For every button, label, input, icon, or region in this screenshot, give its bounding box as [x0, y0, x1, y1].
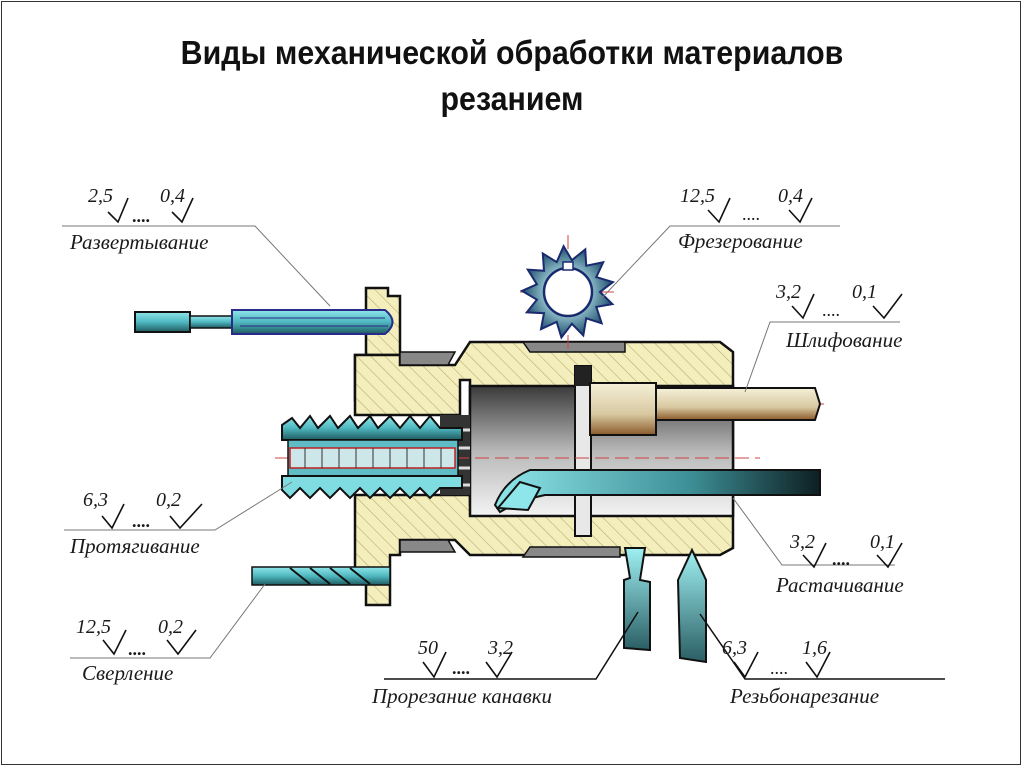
drilling-ra-max: 12,5 [76, 616, 111, 638]
drill-tool [251, 566, 391, 586]
roughness-check-icon [733, 651, 759, 679]
label-broaching: 6,3 .... 0,2 Протягивание [69, 489, 203, 558]
reaming-dots: .... [132, 206, 150, 226]
grooving-ra-max: 50 [418, 637, 438, 659]
grooving-name: Прорезание канавки [371, 684, 552, 708]
roughness-check-icon [805, 651, 831, 679]
roughness-check-icon [171, 197, 194, 224]
threading-tool [676, 547, 707, 664]
threading-name: Резьбонарезание [729, 684, 879, 708]
threading-ra-max: 6,3 [722, 637, 747, 659]
label-drilling: 12,5 .... 0,2 Сверление [76, 616, 197, 685]
boring-tool [493, 469, 821, 514]
title-line-1: Виды механической обработки материалов [180, 34, 844, 71]
boring-ra-min: 0,1 [870, 531, 895, 553]
grinding-ra-max: 3,2 [775, 281, 801, 303]
roughness-check-icon [422, 651, 447, 679]
label-milling: 12,5 .... 0,4 Фрезерование [678, 185, 813, 253]
grinding-tool [589, 382, 822, 436]
grinding-name: Шлифование [785, 328, 902, 352]
milling-cutter-tool [519, 244, 616, 340]
milling-dots: .... [742, 204, 760, 224]
roughness-check-icon [107, 197, 129, 224]
reamer-tool [134, 309, 394, 335]
roughness-check-icon [788, 197, 813, 224]
label-grooving: 50 .... 3,2 Прорезание канавки [371, 637, 552, 708]
roughness-check-icon [485, 651, 513, 679]
drilling-ra-min: 0,2 [158, 616, 183, 638]
roughness-check-icon [101, 503, 125, 530]
boring-dots: .... [832, 549, 850, 569]
milling-ra-max: 12,5 [680, 185, 715, 207]
reaming-ra-min: 0,4 [160, 185, 185, 207]
label-threading: 6,3 .... 1,6 Резьбонарезание [722, 637, 879, 708]
label-grinding: 3,2 .... 0,1 Шлифование [775, 281, 903, 352]
leader-lines [62, 225, 945, 680]
reaming-ra-max: 2,5 [88, 185, 113, 207]
grooving-ra-min: 3,2 [487, 637, 513, 659]
grooving-tool [623, 547, 651, 652]
milling-name: Фрезерование [678, 229, 803, 253]
slide-title: Виды механической обработки материалов р… [41, 30, 983, 122]
grooving-dots: .... [452, 658, 470, 678]
drilling-dots: .... [128, 639, 146, 659]
broaching-ra-min: 0,2 [156, 489, 181, 511]
reaming-name: Развертывание [69, 230, 208, 254]
boring-ra-max: 3,2 [789, 531, 815, 553]
broaching-name: Протягивание [69, 534, 200, 558]
roughness-check-icon [166, 629, 197, 656]
label-boring: 3,2 .... 0,1 Растачивание [775, 531, 904, 597]
roughness-check-icon [791, 293, 815, 320]
broaching-ra-max: 6,3 [83, 489, 108, 511]
grinding-ra-min: 0,1 [852, 281, 877, 303]
broaching-dots: .... [132, 511, 150, 531]
boring-name: Растачивание [775, 573, 904, 597]
roughness-check-icon [876, 542, 903, 569]
roughness-check-icon [707, 197, 731, 224]
milling-ra-min: 0,4 [778, 185, 803, 207]
roughness-check-icon [169, 503, 203, 530]
label-reaming: 2,5 .... 0,4 Развертывание [69, 185, 208, 254]
broach-tool [281, 414, 463, 500]
drilling-name: Сверление [82, 661, 173, 685]
grinding-dots: .... [822, 300, 840, 320]
roughness-check-icon [802, 542, 827, 569]
title-line-2: резанием [440, 80, 584, 117]
roughness-check-icon [872, 293, 903, 320]
threading-ra-min: 1,6 [802, 637, 827, 659]
roughness-check-icon [102, 629, 127, 656]
threading-dots: .... [770, 658, 788, 678]
